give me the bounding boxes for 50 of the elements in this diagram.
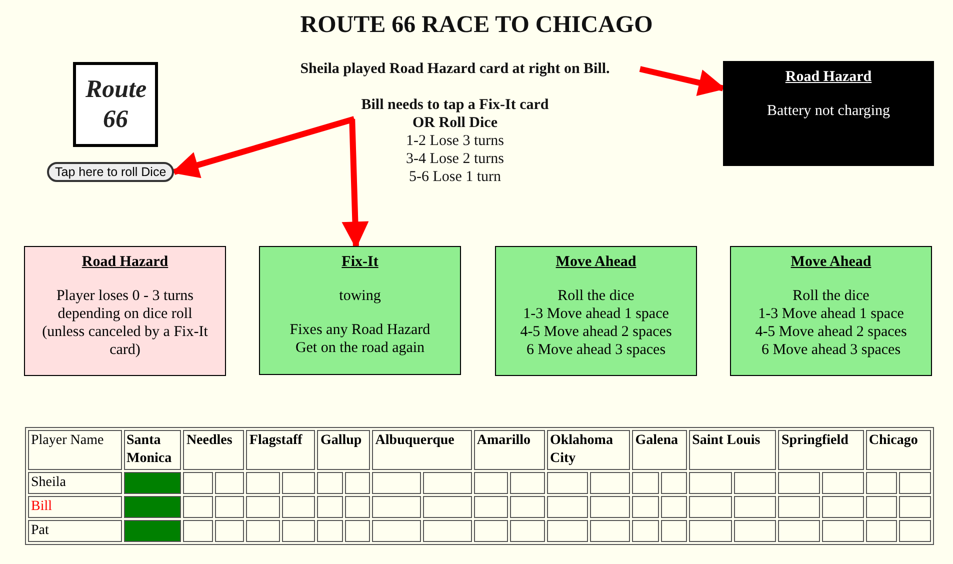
arrow: [342, 118, 369, 249]
table-header: Galena: [632, 430, 688, 470]
table-header: Albuquerque: [372, 430, 472, 470]
sign-text: Route 66: [86, 74, 146, 134]
card-title: Road Hazard: [784, 68, 873, 86]
note-text: Sheila played Road Hazard card at right on Bill.: [299, 60, 611, 78]
player-name: Sheila: [28, 472, 122, 494]
card-text: Fixes any Road Hazard: [288, 321, 432, 339]
card-text: 6 Move ahead 3 spaces: [760, 341, 902, 359]
table-header: Player Name: [28, 430, 122, 470]
table-header: Oklahoma City: [546, 430, 630, 470]
card-title: Move Ahead: [790, 253, 872, 271]
card-text: 4-5 Move ahead 2 spaces: [519, 323, 673, 341]
table-header: Springfield: [778, 430, 864, 470]
card-title: Fix-It: [340, 253, 380, 271]
instruction-text: OR Roll Dice: [412, 114, 498, 132]
card-title: Road Hazard: [80, 253, 170, 271]
card-text: towing: [338, 287, 382, 305]
player-name: Bill: [28, 496, 122, 518]
card-text: 4-5 Move ahead 2 spaces: [754, 323, 908, 341]
game-card: [259, 246, 461, 375]
table-header: Needles: [183, 430, 244, 470]
table-header: Chicago: [866, 430, 931, 470]
player-name: Pat: [28, 520, 122, 542]
card-text: Battery not charging: [766, 102, 892, 120]
card-text: 1-3 Move ahead 1 space: [757, 305, 905, 323]
card-text: Get on the road again: [294, 339, 426, 357]
card-text: 6 Move ahead 3 spaces: [525, 341, 667, 359]
instruction-text: 5-6 Lose 1 turn: [408, 168, 502, 186]
instruction-text: Bill needs to tap a Fix-It card: [360, 96, 550, 114]
table-header: Santa Monica: [124, 430, 182, 470]
roll-dice-button: Tap here to roll Dice: [47, 162, 174, 182]
route-sign: [73, 62, 158, 147]
game-card: [495, 246, 697, 376]
arrow: [172, 116, 356, 178]
card-text: Roll the dice: [792, 287, 870, 305]
card-title: Move Ahead: [554, 253, 638, 271]
instruction-text: 3-4 Lose 2 turns: [405, 150, 505, 168]
card-text: 1-3 Move ahead 1 space: [522, 305, 670, 323]
table-header: Amarillo: [474, 430, 545, 470]
game-card: [723, 61, 934, 166]
page-title: ROUTE 66 RACE TO CHICAGO: [299, 12, 654, 39]
table-header: Saint Louis: [689, 430, 776, 470]
card-text: Roll the dice: [556, 287, 636, 305]
game-card: [24, 246, 226, 376]
card-text: Player loses 0 - 3 turns depending on dice roll (unless canceled by a Fix-It card): [41, 287, 209, 359]
game-card: [730, 246, 932, 376]
instruction-text: 1-2 Lose 3 turns: [405, 132, 505, 150]
table-header: Flagstaff: [246, 430, 316, 470]
table-header: Gallup: [317, 430, 370, 470]
